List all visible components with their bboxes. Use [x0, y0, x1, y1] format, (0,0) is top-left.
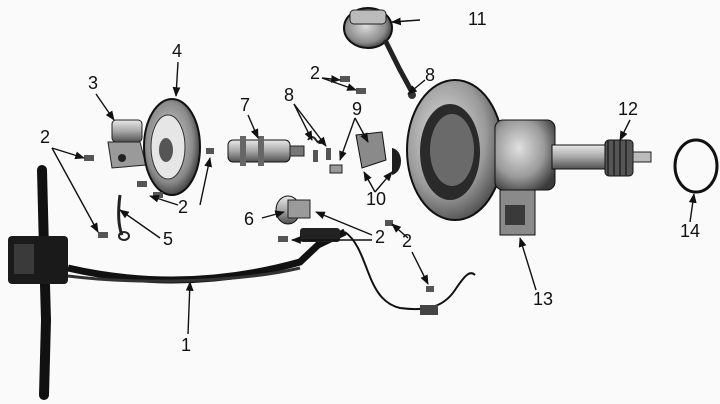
part-7 [227, 136, 305, 166]
callout-12: 12 [618, 99, 639, 119]
callout-2-top: 2 [310, 63, 321, 83]
callout-4: 4 [172, 41, 183, 61]
part-3 [107, 119, 147, 169]
callout-8-left: 8 [284, 85, 295, 105]
callout-1: 1 [181, 335, 192, 355]
callout-6: 6 [244, 209, 255, 229]
callout-9: 9 [352, 99, 363, 119]
callout-5: 5 [163, 229, 174, 249]
screws [84, 76, 434, 292]
part-13 [406, 79, 556, 236]
callout-2-plate: 2 [178, 197, 189, 217]
part-12 [551, 139, 652, 177]
leader-lines [51, 17, 697, 335]
part-5 [117, 194, 130, 241]
callout-14: 14 [680, 221, 701, 241]
part-4 [143, 98, 201, 196]
wiring-harness [8, 165, 476, 400]
callout-2-left: 2 [40, 127, 51, 147]
callout-2-center: 2 [375, 227, 386, 247]
part-14 [673, 138, 719, 194]
callout-7: 7 [240, 95, 251, 115]
callout-11: 11 [468, 9, 487, 29]
part-6 [275, 195, 311, 225]
callout-3: 3 [88, 73, 99, 93]
callout-10: 10 [366, 189, 387, 209]
callout-2-lower: 2 [402, 231, 413, 251]
callout-13: 13 [533, 289, 554, 309]
callout-8-right: 8 [425, 65, 436, 85]
parts-8-9-10 [307, 131, 401, 175]
